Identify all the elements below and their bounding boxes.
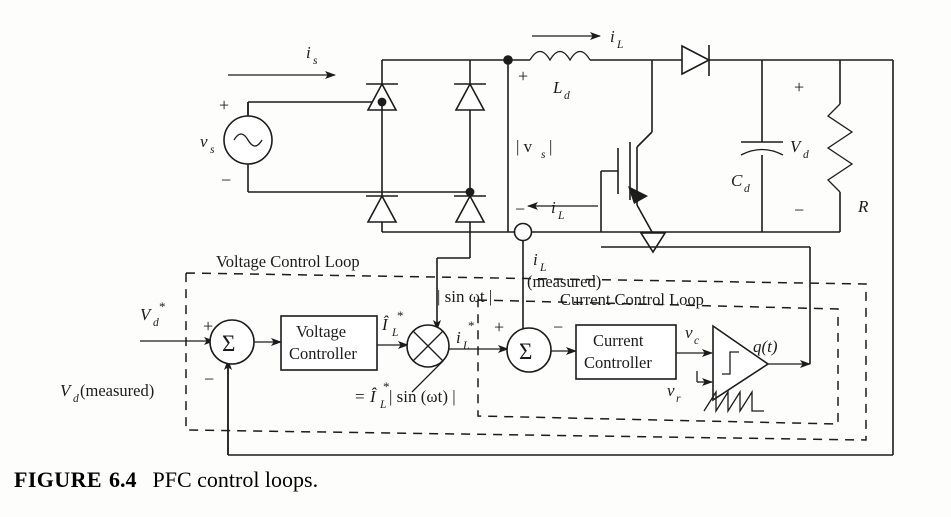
reference-sup: * (159, 299, 166, 314)
figure-number: 6.4 (108, 467, 137, 492)
voltage-controller-out: Î (381, 315, 389, 334)
bridge-diode-top-right (454, 82, 486, 192)
voltage-controller-out-sub: L (391, 327, 398, 339)
voltage-sense-sub: d (73, 393, 79, 405)
source-plus: + (219, 95, 229, 115)
bridge-node-ac-left (377, 97, 387, 107)
sum2-symbol: Σ (519, 339, 532, 364)
sum2-minus: − (553, 317, 563, 337)
ramp-label: v (667, 381, 675, 400)
current-sense-note: (measured) (527, 272, 601, 291)
sum1-symbol: Σ (222, 331, 235, 356)
source-label-sub: s (210, 144, 215, 156)
sum2-plus: + (494, 317, 504, 337)
load-label: R (857, 197, 869, 216)
output-voltage-sub: d (803, 149, 809, 161)
reference-sub: d (153, 317, 159, 329)
multiplier-expr-amp: Î (369, 387, 377, 406)
output-voltage-label: V (790, 137, 803, 156)
ramp-label-sub: r (676, 393, 681, 405)
ramp-waveform-symbol (703, 389, 764, 414)
current-controller-out-sub: c (694, 335, 699, 347)
sum1-minus: − (204, 369, 214, 389)
bridge-plus: + (518, 66, 528, 86)
rectified-voltage-open: | v (516, 137, 533, 156)
voltage-controller-out-sup: * (397, 308, 404, 323)
source-minus: − (221, 170, 231, 190)
voltage-controller-line1: Voltage (296, 322, 346, 341)
source-current-label: i (306, 43, 311, 62)
switch-ground-symbol (639, 232, 667, 254)
bridge-diode-top-left (366, 82, 398, 111)
bridge-diode-bottom-left (366, 194, 398, 223)
comparator (712, 324, 770, 402)
comparator-out-label: q(t) (753, 337, 778, 356)
multiplier-out-sup: * (468, 318, 475, 333)
voltage-sense-label: V (60, 381, 73, 400)
source-current-sub: s (313, 55, 318, 67)
bridge-node-ac-right (465, 187, 475, 197)
current-controller-line1: Current (593, 331, 644, 350)
voltage-sense-note: (measured) (80, 381, 154, 400)
bridge-diode-bottom-right (454, 194, 486, 223)
current-control-loop-box (477, 299, 839, 425)
multiplier-out-label: i (456, 328, 461, 347)
multiplier-expr-amp-sup: * (383, 379, 390, 394)
multiplier-expr-amp-sub: L (379, 399, 386, 411)
voltage-controller-line2: Controller (289, 344, 357, 363)
boost-diode (652, 44, 762, 76)
inductor-current-sub: L (616, 39, 623, 51)
multiplier-out-sub: L (462, 340, 469, 352)
ac-source (223, 115, 273, 165)
multiplier-expr-rest: | sin (ωt) | (389, 387, 456, 406)
voltage-controller-block[interactable] (280, 315, 378, 371)
bridge-minus: − (515, 199, 525, 219)
current-controller-out: v (685, 323, 693, 342)
current-sense-label: i (533, 250, 538, 269)
igbt-switch[interactable] (600, 131, 653, 233)
summing-junction-current (506, 327, 552, 373)
capacitor-label: C (731, 171, 743, 190)
boost-inductor (508, 50, 652, 62)
current-controller-block[interactable] (575, 324, 677, 380)
source-label: v (200, 132, 208, 151)
current-loop-title: Current Control Loop (560, 290, 704, 309)
rectified-voltage-sub: s (541, 149, 546, 161)
output-minus: − (794, 200, 804, 220)
return-current-label: i (551, 198, 556, 217)
multiplier-expr-eq: = (355, 387, 365, 406)
capacitor-label-sub: d (744, 183, 750, 195)
inductor-label: L (552, 78, 562, 97)
figure-caption-text: PFC control loops. (152, 467, 319, 492)
output-capacitor (740, 60, 784, 232)
inductor-label-sub: d (564, 90, 570, 102)
current-controller-line2: Controller (584, 353, 652, 372)
output-plus: + (794, 77, 804, 97)
voltage-control-loop-box (185, 272, 867, 441)
reference-label: V (140, 305, 153, 324)
sum1-plus: + (203, 316, 213, 336)
load-resistor (762, 59, 854, 232)
inductor-current-label: i (610, 27, 615, 46)
rectified-voltage-close: | (549, 137, 552, 156)
voltage-loop-title: Voltage Control Loop (216, 252, 360, 271)
sine-input-label: | sin ωt | (437, 287, 492, 306)
return-current-sub: L (557, 210, 564, 222)
multiplier (406, 324, 450, 393)
figure-label-word: FIGURE (14, 467, 102, 492)
current-sense-sub: L (539, 262, 546, 274)
